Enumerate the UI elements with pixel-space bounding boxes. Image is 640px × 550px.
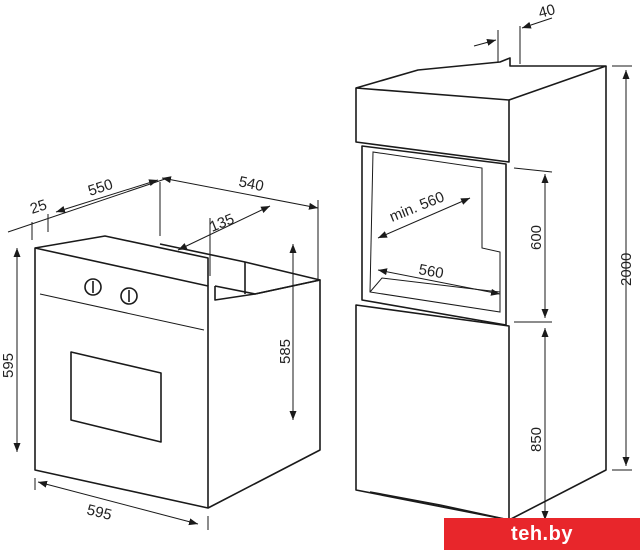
dim-min-560: min. 560 bbox=[387, 188, 447, 225]
dim-2000: 2000 bbox=[618, 253, 635, 286]
dim-585: 585 bbox=[277, 339, 294, 364]
oven-control-strip bbox=[39, 293, 205, 331]
cabinet-drawing bbox=[355, 57, 607, 521]
knob-left bbox=[84, 278, 102, 296]
dim-25: 25 bbox=[28, 196, 49, 217]
oven-front-panel bbox=[34, 247, 209, 509]
dim-line-540 bbox=[161, 176, 319, 210]
dim-line-135 bbox=[177, 205, 271, 251]
oven-body-side bbox=[207, 279, 321, 509]
dim-600: 600 bbox=[528, 225, 545, 250]
dim-line-595-width bbox=[37, 480, 199, 526]
dim-550: 550 bbox=[86, 176, 115, 200]
dim-135: 135 bbox=[207, 211, 237, 236]
dim-line-40 bbox=[521, 17, 553, 29]
cabinet-back-right bbox=[508, 66, 607, 521]
oven-dimensions: 25 550 540 135 595 585 595 bbox=[0, 173, 319, 530]
dim-560: 560 bbox=[417, 261, 445, 282]
oven-window bbox=[70, 351, 162, 443]
dim-540: 540 bbox=[237, 173, 265, 195]
oven-body-top bbox=[159, 243, 321, 295]
oven-top-edge bbox=[34, 235, 209, 286]
dim-595-width: 595 bbox=[85, 501, 113, 524]
cabinet-top-front bbox=[355, 87, 510, 163]
dim-line-min560 bbox=[377, 197, 471, 239]
knob-right bbox=[120, 287, 138, 305]
cabinet-plinth bbox=[369, 491, 510, 521]
dim-line-560 bbox=[377, 268, 501, 296]
watermark-badge: teh.by bbox=[444, 518, 640, 550]
oven-drawing bbox=[34, 235, 321, 509]
dim-595-height: 595 bbox=[0, 353, 17, 378]
cabinet-lower-front bbox=[355, 304, 510, 521]
cabinet-top-lid bbox=[355, 57, 607, 101]
dim-850: 850 bbox=[528, 427, 545, 452]
niche-inner bbox=[369, 151, 501, 313]
dim-40: 40 bbox=[537, 1, 558, 22]
watermark-text: teh.by bbox=[511, 522, 573, 545]
